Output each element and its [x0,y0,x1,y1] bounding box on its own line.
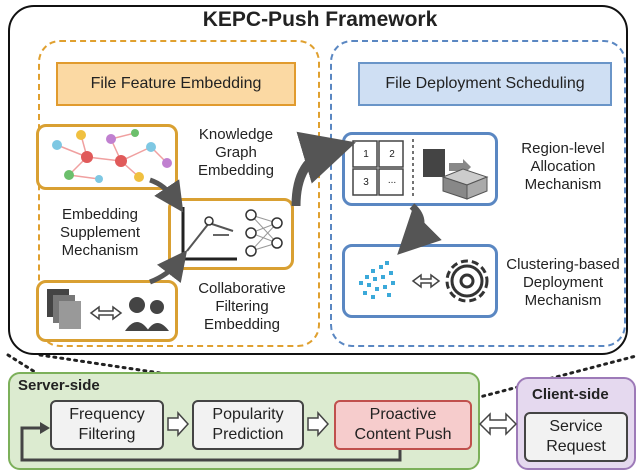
file-deployment-panel [330,40,626,347]
bidirectional-arrow [478,412,518,436]
grid-cell-1: 1 [363,149,369,160]
server-side-title: Server-side [18,377,100,394]
arrow-frequency-to-popularity [167,411,190,437]
client-side-title: Client-side [532,386,609,403]
arrow-feature-to-deployment [291,131,356,207]
arrow-kg-to-embedding [149,177,184,213]
knowledge-graph-icon [52,129,172,183]
arrow-cf-to-embedding [149,250,188,285]
region-grid-icon [352,139,489,200]
framework-frame [8,5,628,355]
framework-title: KEPC-Push Framework [202,8,438,31]
gear-icon [445,259,489,303]
arrow-popularity-to-push [307,411,330,437]
embedding-network-box [168,198,294,270]
region-allocation-box [342,132,498,206]
feedback-loop-arrow [20,426,402,462]
file-feature-header: File Feature Embedding [56,62,296,106]
knowledge-graph-box [36,124,178,190]
files-users-icon [47,289,169,331]
grid-cell-2: 2 [389,149,395,160]
grid-cell-3: 3 [363,177,369,188]
file-deployment-header: File Deployment Scheduling [358,62,612,106]
collaborative-filtering-box [36,280,178,342]
file-feature-panel [38,40,320,347]
clustering-icon [359,259,489,303]
arrow-region-to-cluster [397,203,442,255]
grid-cell-ellipsis: ... [387,175,397,186]
